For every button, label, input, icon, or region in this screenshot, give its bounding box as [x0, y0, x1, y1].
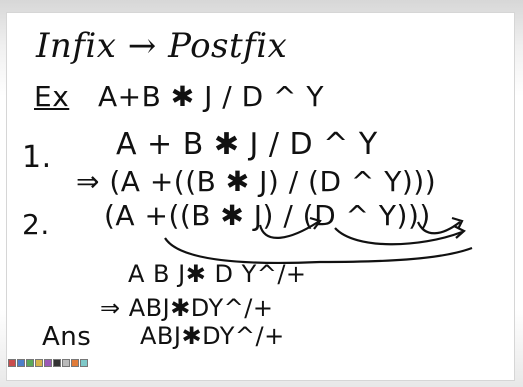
toolbar-swatch[interactable]	[8, 359, 16, 367]
postfix-result: ⇒ ABJ✱DY^/+	[100, 294, 274, 322]
step-2-expression: (A +((B ✱ J) / (D ^ Y)))	[104, 199, 431, 232]
step-1-number: 1.	[22, 140, 52, 175]
answer-label: Ans	[42, 322, 92, 352]
postfix-pieces: A B J✱ D Y^/+	[128, 260, 307, 288]
example-label: Ex	[34, 80, 70, 113]
toolbar-swatch[interactable]	[62, 359, 70, 367]
answer-expression: ABJ✱DY^/+	[140, 322, 285, 350]
pen-toolbar	[8, 358, 88, 368]
whiteboard	[6, 12, 515, 381]
toolbar-swatch[interactable]	[35, 359, 43, 367]
step-2-number: 2.	[22, 208, 50, 241]
parenthesized-expression: ⇒ (A +((B ✱ J) / (D ^ Y)))	[76, 165, 437, 198]
toolbar-swatch[interactable]	[71, 359, 79, 367]
toolbar-swatch[interactable]	[80, 359, 88, 367]
toolbar-swatch[interactable]	[44, 359, 52, 367]
step-1-expression: A + B ✱ J / D ^ Y	[116, 127, 378, 162]
example-expression: A+B ✱ J / D ^ Y	[98, 80, 325, 113]
title: Infix → Postfix	[36, 26, 288, 66]
toolbar-swatch[interactable]	[26, 359, 34, 367]
toolbar-swatch[interactable]	[53, 359, 61, 367]
toolbar-swatch[interactable]	[17, 359, 25, 367]
